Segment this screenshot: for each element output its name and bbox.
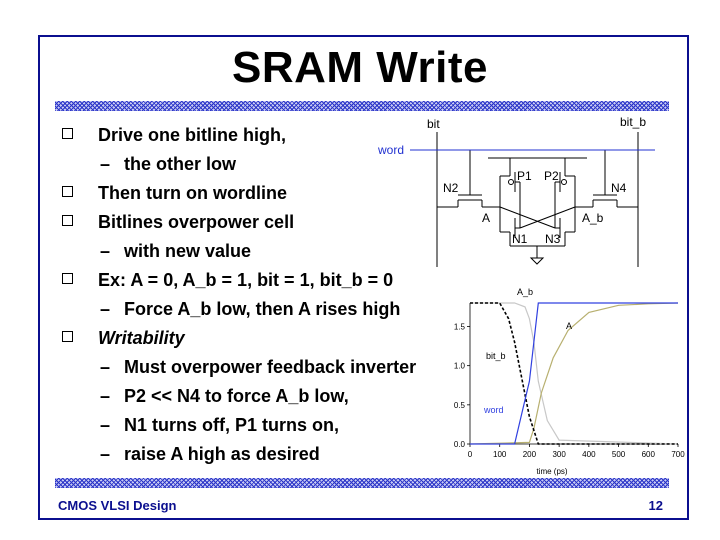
bit-b-label: bit_b: [620, 115, 646, 129]
slide-frame: [38, 35, 689, 520]
dash-bullet-icon: –: [100, 357, 111, 377]
n2-label: N2: [443, 181, 459, 195]
checkbox-bullet-icon: [62, 128, 73, 139]
annotation-word: word: [483, 405, 504, 415]
bit-label: bit: [427, 117, 440, 131]
n3-label: N3: [545, 232, 561, 246]
sram-cell-schematic: bit bit_b word P1 P2 N2 N4 A A_b N1 N3: [377, 115, 655, 267]
dash-bullet-icon: –: [100, 241, 111, 261]
checkbox-bullet-icon: [62, 273, 73, 284]
dash-bullet-icon: –: [100, 415, 111, 435]
ground-icon: [529, 257, 545, 265]
p2-label: P2: [544, 169, 559, 183]
series-a: [469, 302, 679, 445]
footer-course-title: CMOS VLSI Design: [58, 498, 177, 513]
x-tick-label: 0: [468, 450, 473, 459]
dash-bullet-icon: –: [100, 444, 111, 464]
checkbox-bullet-icon: [62, 186, 73, 197]
y-tick-label: 1.5: [454, 323, 466, 332]
x-tick-label: 200: [523, 450, 537, 459]
n1-label: N1: [512, 232, 528, 246]
a-label: A: [482, 211, 490, 225]
n4-label: N4: [611, 181, 627, 195]
series-word: [470, 302, 678, 445]
x-tick-label: 400: [582, 450, 596, 459]
p1-label: P1: [517, 169, 532, 183]
dash-bullet-icon: –: [100, 299, 111, 319]
checkbox-bullet-icon: [62, 331, 73, 342]
series-a-b: [470, 302, 679, 445]
y-tick-label: 0.5: [454, 401, 466, 410]
word-label: word: [377, 143, 404, 157]
x-tick-label: 300: [552, 450, 566, 459]
annotation-a-b: A_b: [517, 287, 533, 297]
dash-bullet-icon: –: [100, 386, 111, 406]
x-tick-label: 700: [671, 450, 685, 459]
x-tick-label: 500: [612, 450, 626, 459]
slide-title: SRAM Write: [232, 43, 488, 92]
top-divider-band: [55, 101, 669, 111]
series-bit-b: [470, 302, 678, 445]
waveform-chart: 0 100 200 300 400 500 600 700 0.0 0.5 1.0 1.5 time…: [454, 287, 685, 476]
x-tick-label: 100: [493, 450, 507, 459]
dash-bullet-icon: –: [100, 154, 111, 174]
y-tick-label: 0.0: [454, 440, 466, 449]
a-b-label: A_b: [582, 211, 604, 225]
annotation-a: A: [566, 321, 572, 331]
page-number: 12: [648, 498, 663, 513]
x-tick-label: 600: [642, 450, 656, 459]
y-tick-label: 1.0: [454, 362, 466, 371]
bottom-divider-band: [55, 478, 669, 488]
x-axis-label: time (ps): [536, 467, 567, 476]
checkbox-bullet-icon: [62, 215, 73, 226]
annotation-bit-b: bit_b: [486, 351, 506, 361]
